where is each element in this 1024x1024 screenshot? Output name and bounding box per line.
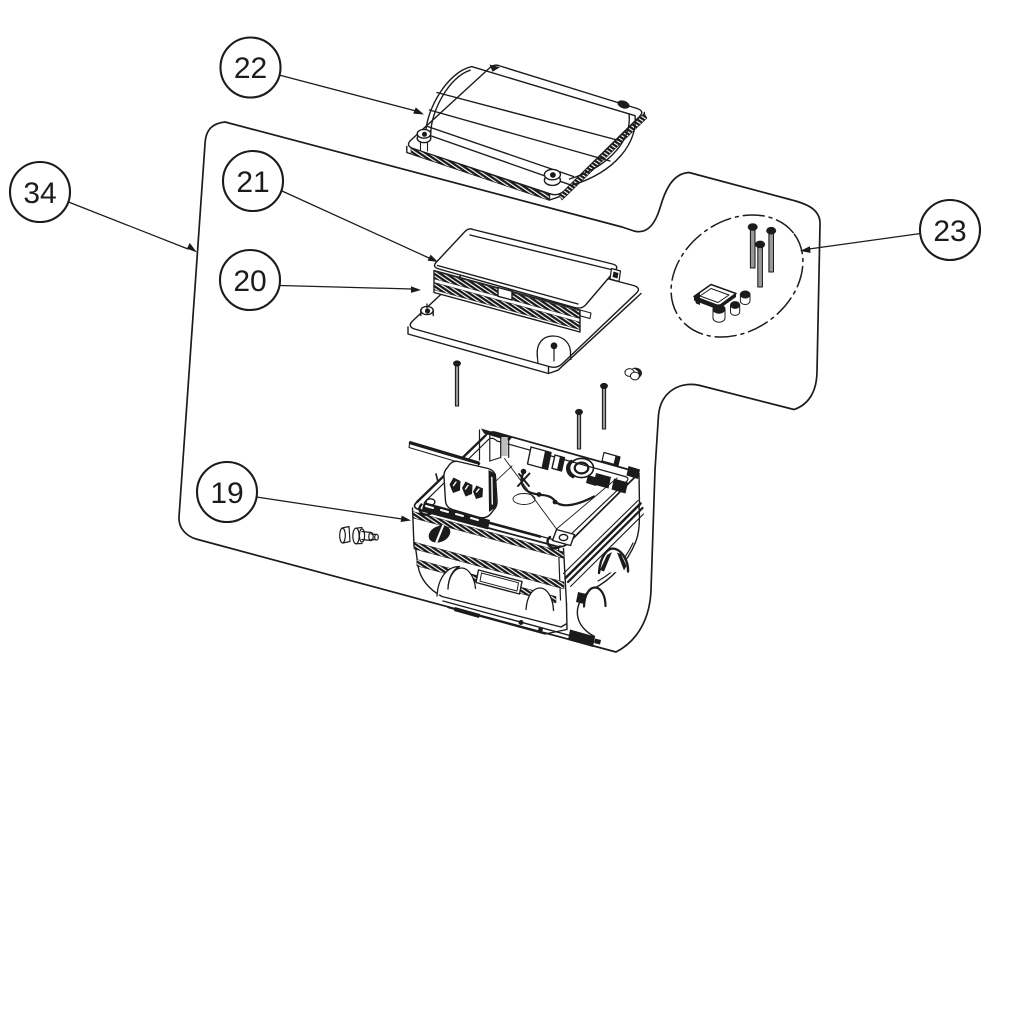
svg-text:22: 22 — [234, 52, 267, 85]
svg-text:34: 34 — [23, 177, 56, 210]
svg-text:21: 21 — [236, 166, 269, 199]
svg-text:20: 20 — [233, 265, 266, 298]
svg-text:19: 19 — [210, 477, 243, 510]
svg-text:23: 23 — [933, 215, 966, 248]
